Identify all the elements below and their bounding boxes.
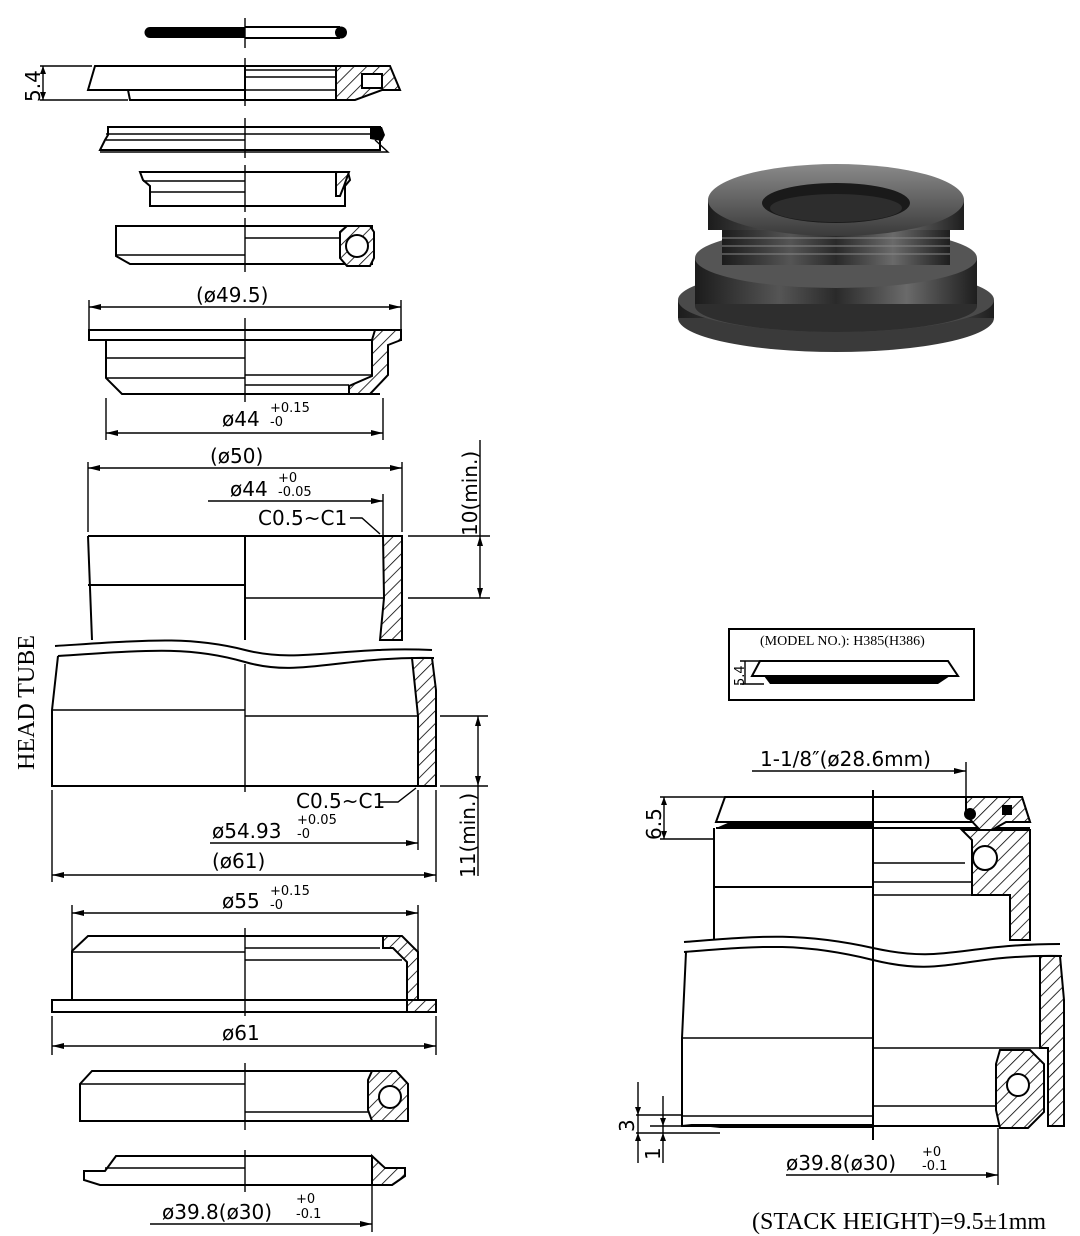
tolerance-minus: -0 (270, 898, 283, 913)
product-render-image (678, 164, 994, 352)
head-tube-upper-bore-dia: ø44 (230, 477, 268, 501)
top-cap-height-label: 5.4 (21, 70, 45, 102)
model-height-label: 5.4 (733, 665, 748, 686)
lower-chamfer-label: C0.5~C1 (296, 789, 385, 813)
upper-bearing-part (115, 218, 375, 272)
model-box: (MODEL NO.): H385(H386) 5.4 (728, 628, 975, 701)
tolerance-minus: -0 (270, 415, 283, 430)
lower-depth-label: 11(min.) (456, 793, 480, 878)
upper-cup-outer-dia-label: (ø49.5) (196, 283, 268, 307)
o-ring-part (144, 18, 347, 48)
tolerance-plus: +0.15 (270, 401, 310, 416)
upper-cup-part: (ø49.5) ø44 +0.15 -0 (88, 283, 402, 440)
lower-cup-inner-dia: ø55 (222, 889, 260, 913)
tolerance-plus: +0 (278, 471, 297, 486)
upper-depth-label: 10(min.) (458, 451, 482, 536)
top-cap-part: 5.4 (21, 58, 402, 106)
upper-chamfer-label: C0.5~C1 (258, 506, 347, 530)
lower-cup-flange-dia: ø61 (222, 1021, 260, 1045)
model-number-label: (MODEL NO.): H385(H386) (760, 634, 925, 649)
tolerance-plus: +0 (296, 1192, 315, 1207)
assembly-dim-3: 3 (615, 1119, 639, 1132)
head-tube-break (54, 639, 435, 669)
crown-race-part: ø39.8(ø30) +0 -0.1 (83, 1150, 406, 1232)
stack-height-label: (STACK HEIGHT)=9.5±1mm (752, 1209, 1046, 1235)
steerer-dia-label: 1-1/8″(ø28.6mm) (760, 747, 931, 771)
tolerance-plus: +0 (922, 1145, 941, 1160)
head-tube-lower-section: 11(min.) C0.5~C1 ø54.93 +0.05 -0 (ø61) (51, 655, 488, 882)
head-tube-upper-section: (ø50) ø44 +0 -0.05 C0.5~C1 10(min.) (87, 440, 490, 641)
lower-bore-dia: ø54.93 (212, 819, 282, 843)
assembly-view: 1-1/8″(ø28.6mm) 6.5 (615, 747, 1065, 1235)
crown-race-dia: ø39.8(ø30) (162, 1200, 272, 1224)
tolerance-minus: -0.05 (278, 485, 312, 500)
compression-ring-part (98, 118, 390, 158)
tolerance-minus: -0.1 (922, 1159, 947, 1174)
tolerance-plus: +0.15 (270, 884, 310, 899)
tolerance-minus: -0.1 (296, 1207, 321, 1222)
head-tube-upper-outer-dia: (ø50) (210, 444, 263, 468)
tolerance-plus: +0.05 (297, 813, 337, 828)
assembly-crown-race-dia: ø39.8(ø30) (786, 1151, 896, 1175)
assembly-dim-1: 1 (641, 1147, 665, 1160)
lower-outer-dia: (ø61) (212, 849, 265, 873)
lower-cup-part: ø55 +0.15 -0 ø61 (51, 884, 437, 1055)
tolerance-minus: -0 (297, 827, 310, 842)
assembly-top-height: 6.5 (642, 808, 666, 840)
upper-race-part (138, 165, 352, 212)
lower-bearing-part (79, 1063, 409, 1130)
upper-cup-inner-dia-label: ø44 (222, 407, 260, 431)
head-tube-label: HEAD TUBE (14, 635, 40, 770)
